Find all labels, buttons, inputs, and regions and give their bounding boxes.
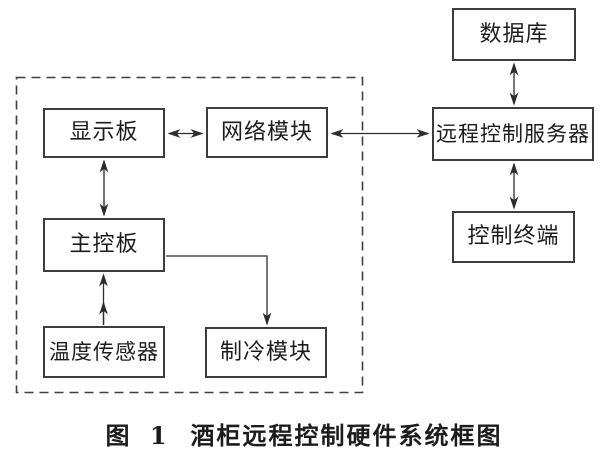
node-control-terminal-label: 控制终端 (467, 224, 560, 249)
node-remote-control-server-label: 远程控制服务器 (436, 121, 590, 146)
figure-title: 酒柜远程控制硬件系统框图 (190, 421, 503, 450)
node-main-control-board: 主控板 (43, 218, 165, 272)
node-cooling-module-label: 制冷模块 (219, 339, 312, 365)
edge-main-cooling (166, 255, 272, 326)
node-network-module-label: 网络模块 (220, 119, 313, 145)
node-cooling-module: 制冷模块 (205, 327, 327, 378)
node-database: 数据库 (452, 8, 576, 61)
node-control-terminal: 控制终端 (452, 211, 575, 263)
node-remote-control-server: 远程控制服务器 (432, 107, 594, 161)
node-database-label: 数据库 (479, 21, 549, 47)
node-display-board: 显示板 (43, 108, 165, 158)
node-temperature-sensor-label: 温度传感器 (49, 339, 159, 364)
node-display-board-label: 显示板 (69, 120, 139, 145)
figure-number: 图 1 (105, 421, 173, 450)
node-network-module: 网络模块 (206, 107, 328, 158)
node-main-control-board-label: 主控板 (69, 232, 139, 257)
node-temperature-sensor: 温度传感器 (43, 326, 165, 378)
figure-caption: 图 1 酒柜远程控制硬件系统框图 (0, 416, 608, 451)
